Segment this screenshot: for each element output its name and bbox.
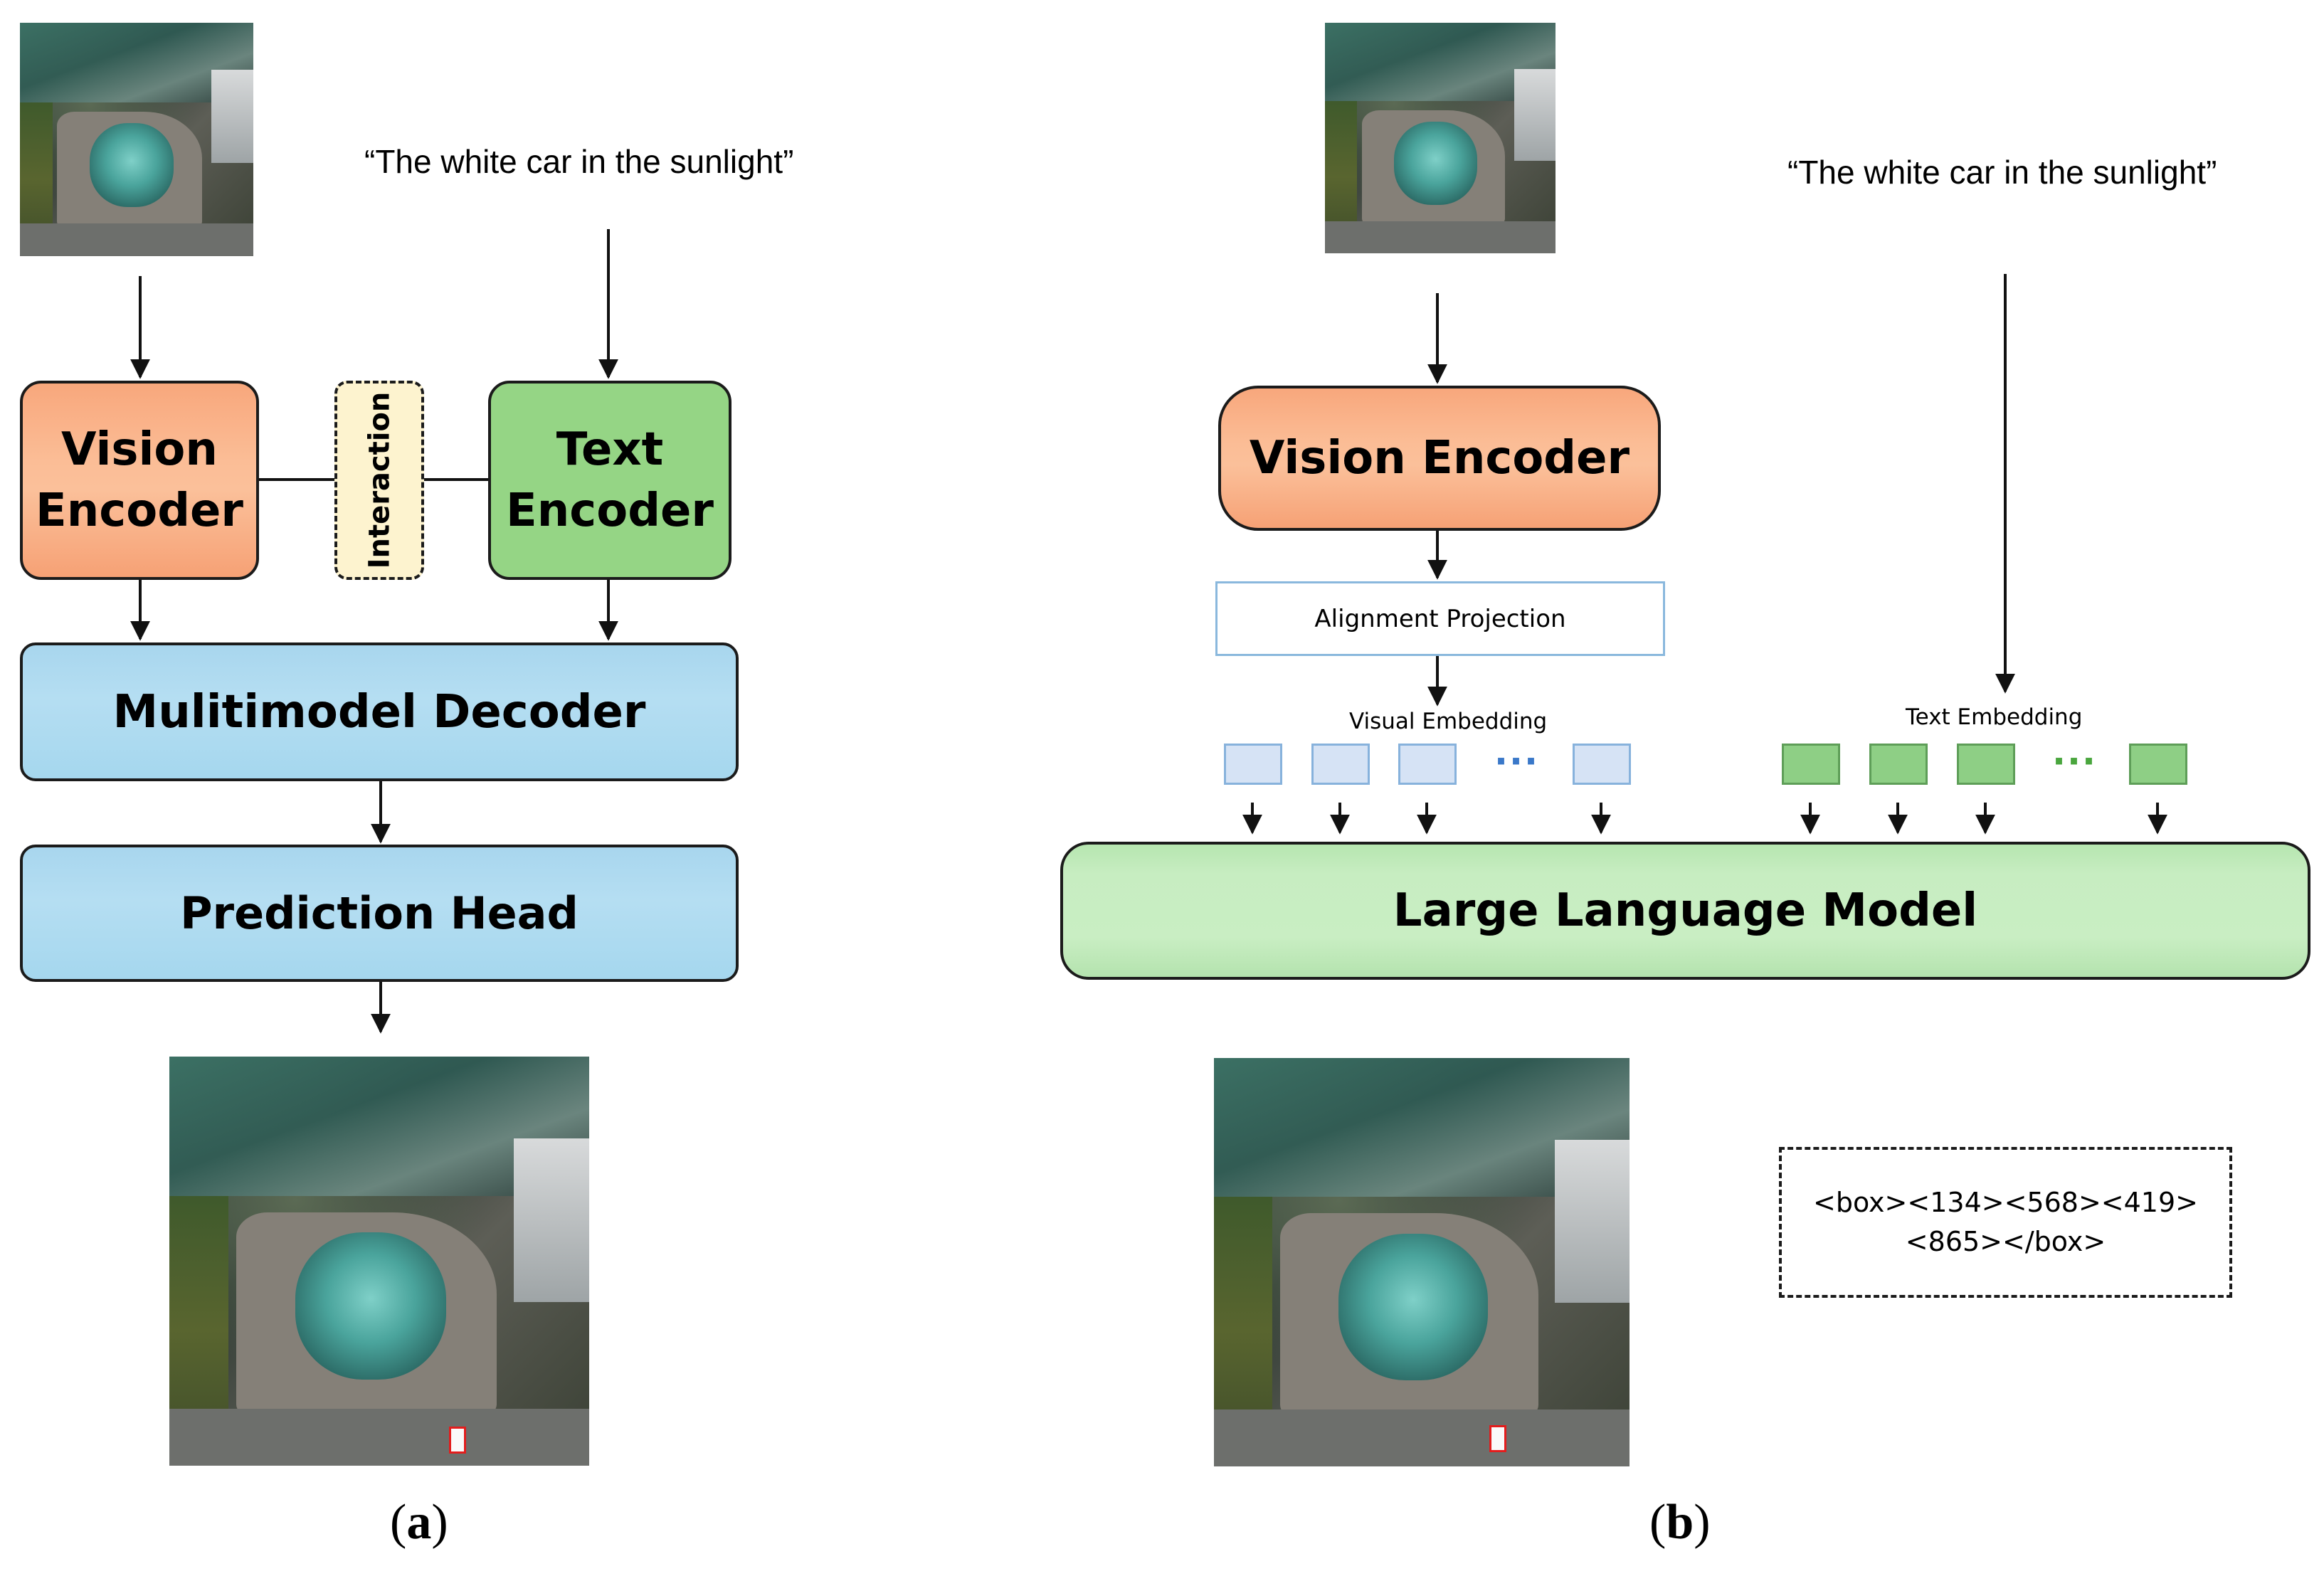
caption-b: (b) — [1649, 1495, 1711, 1550]
text-token-1 — [1782, 744, 1840, 785]
output-box-coordinates: <box><134><568><419> <865></box> — [1779, 1147, 2232, 1298]
query-text-b: “The white car in the sunlight” — [1787, 154, 2217, 191]
multimodal-decoder-block: Mulitimodel Decoder — [20, 642, 739, 781]
prediction-head-label: Prediction Head — [180, 887, 579, 939]
prediction-head-block: Prediction Head — [20, 845, 739, 982]
vision-encoder-label-line2: Encoder — [36, 485, 243, 537]
visual-token-2 — [1311, 744, 1370, 785]
output-line-2: <865></box> — [1905, 1226, 2106, 1257]
visual-token-n — [1573, 744, 1631, 785]
text-token-n — [2129, 744, 2187, 785]
input-aerial-image-b — [1325, 23, 1556, 253]
input-aerial-image — [20, 23, 253, 256]
interaction-block: Interaction — [334, 381, 424, 580]
large-language-model-block: Large Language Model — [1060, 842, 2310, 980]
visual-embedding-label: Visual Embedding — [1349, 709, 1548, 734]
vision-encoder-label-line1: Vision — [61, 423, 218, 476]
interaction-label: Interaction — [363, 391, 396, 569]
text-encoder-block: Text Encoder — [488, 381, 731, 580]
vision-encoder-block: Vision Encoder — [20, 381, 259, 580]
output-aerial-image — [169, 1057, 589, 1466]
text-embedding-label: Text Embedding — [1906, 704, 2083, 730]
visual-token-ellipsis: ··· — [1494, 741, 1539, 782]
vision-encoder-block-b: Vision Encoder — [1218, 386, 1661, 531]
visual-token-3 — [1398, 744, 1457, 785]
text-token-3 — [1957, 744, 2015, 785]
alignment-projection-block: Alignment Projection — [1215, 581, 1665, 656]
detected-car-box-b — [1489, 1425, 1506, 1452]
output-aerial-image-b — [1214, 1058, 1630, 1466]
caption-a-letter: a — [406, 1495, 432, 1550]
text-encoder-label-line1: Text — [556, 423, 664, 476]
text-token-ellipsis: ··· — [2052, 741, 2097, 782]
alignment-projection-label: Alignment Projection — [1314, 604, 1566, 633]
visual-token-1 — [1224, 744, 1282, 785]
llm-label: Large Language Model — [1393, 884, 1978, 937]
caption-b-letter: b — [1666, 1495, 1694, 1550]
query-text: “The white car in the sunlight” — [364, 143, 794, 180]
vision-encoder-label-b: Vision Encoder — [1249, 432, 1630, 485]
caption-a: (a) — [390, 1495, 448, 1550]
detected-car-box — [449, 1427, 466, 1454]
output-line-1: <box><134><568><419> — [1813, 1186, 2198, 1218]
text-encoder-label-line2: Encoder — [506, 485, 714, 537]
text-token-2 — [1869, 744, 1928, 785]
decoder-label: Mulitimodel Decoder — [112, 685, 646, 739]
